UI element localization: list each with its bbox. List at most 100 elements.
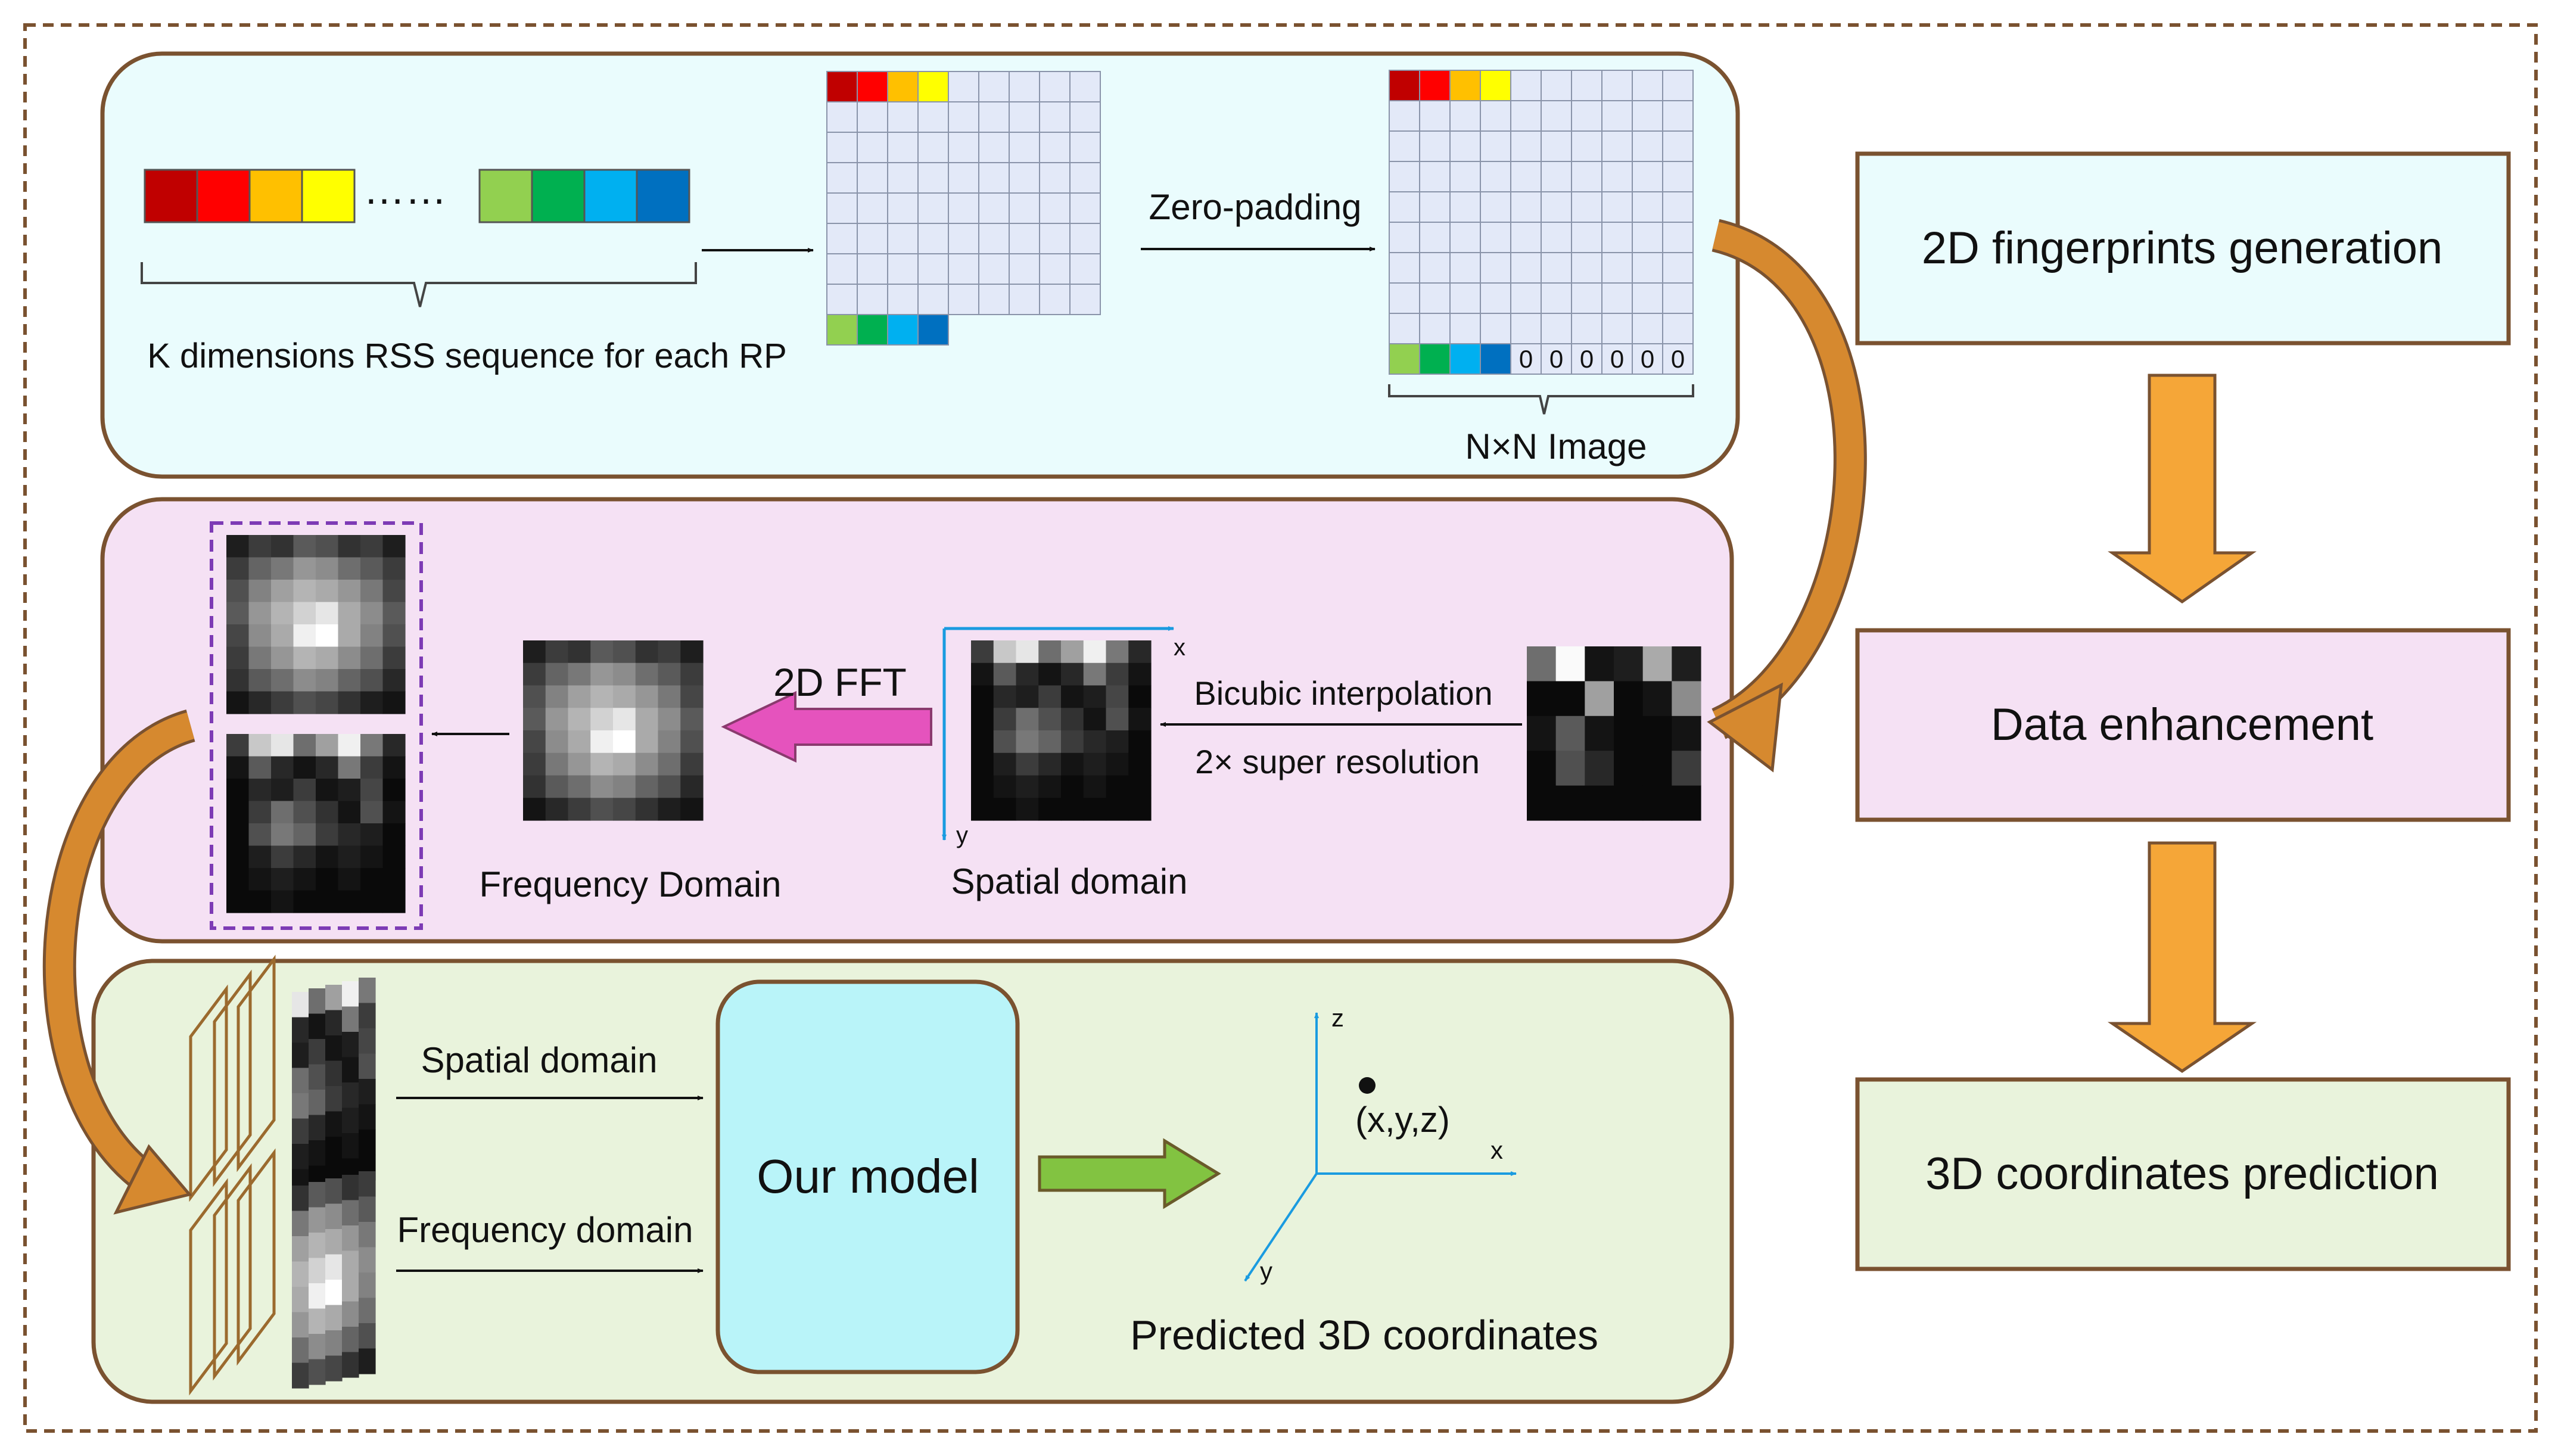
pixel [613,730,636,754]
grid-cell [826,192,858,224]
grid-cell [1009,192,1040,224]
grid-cell [1510,313,1542,344]
pixel [226,756,250,779]
pixel [342,1200,359,1226]
grid-cell [1009,71,1040,102]
pixel [292,1144,309,1170]
pixel [545,708,569,731]
pixel [1642,785,1672,821]
pixel [1061,752,1084,776]
grid-cell [887,284,919,315]
pixel [382,756,406,779]
pixel [635,640,659,664]
pixel [1527,785,1557,821]
pixel [359,1130,376,1156]
pixel [971,685,994,708]
grid-cell [1510,100,1542,132]
curve-arrow-left [45,712,195,1194]
pixel [993,640,1017,664]
pixel [226,801,250,824]
pixel [248,868,272,891]
pixel [342,1301,359,1327]
pixel [590,752,614,776]
pixel [309,1359,326,1385]
pixel [342,1175,359,1201]
pixel [292,1236,309,1262]
pixel [359,1298,376,1324]
pixel [360,602,384,625]
pixel [309,1013,326,1040]
grid-cell [917,132,949,163]
pixel [1016,798,1039,821]
pixel [1038,798,1062,821]
grid-cell [887,162,919,194]
grid-cell [1009,132,1040,163]
pixel [293,868,316,891]
grid-cell [948,162,979,194]
pixel [680,662,704,686]
pixel [316,557,339,580]
pixel [568,775,591,798]
pixel [325,1355,343,1382]
pixel [1128,798,1152,821]
pixel [1038,752,1062,776]
grid-cell [1419,191,1451,223]
pixel [325,1010,343,1036]
pixel [338,669,361,692]
grid-cell [1039,101,1071,133]
pixel [1672,785,1701,821]
grid-cell [1039,253,1071,285]
pixel [293,602,316,625]
pixel [1128,662,1152,686]
pixel [226,868,250,891]
grid-cell [1662,313,1694,344]
pixel [1083,775,1107,798]
grid-cell [1480,100,1511,132]
pixel [658,730,681,754]
grid-cell [1632,191,1663,223]
pixel [309,1283,326,1309]
pixel [338,890,361,913]
pixel [309,1064,326,1090]
grid-cell [1419,222,1451,253]
pixel [293,734,316,757]
pixel [382,646,406,670]
pixel [248,557,272,580]
pixel [635,730,659,754]
step-label-fingerprints: 2D fingerprints generation [1922,223,2443,273]
grid-cell [1510,70,1542,101]
pixel [325,1060,343,1087]
pixel [226,845,250,869]
grid-cell [1039,162,1071,194]
grid-cell [1632,70,1663,101]
pixel [360,779,384,802]
grid-cell [1601,343,1633,375]
grid-cell [1069,132,1101,163]
pixel [1642,751,1672,786]
pixel [316,890,339,913]
pixel [545,662,569,686]
pixel [316,535,339,558]
pixel [523,662,546,686]
spatial-x-label: x [1174,634,1185,661]
pixel [993,752,1017,776]
zero-pad-value: 0 [1580,345,1594,373]
grid-cell [1601,70,1633,101]
grid-cell [1419,252,1451,284]
rss-cell [301,169,356,223]
pixel [316,691,339,714]
pixel [971,798,994,821]
grid-cell [1662,100,1694,132]
pixel [316,734,339,757]
pixel [993,662,1017,686]
pixel [971,640,994,664]
grid-cell [1449,282,1481,314]
pixel [338,557,361,580]
pixel [292,1043,309,1069]
grid-cell [1541,161,1572,192]
pixel [342,1032,359,1058]
pixel [1614,751,1644,786]
grid-cell [1480,282,1511,314]
pixel [342,981,359,1007]
pixel [1106,640,1129,664]
